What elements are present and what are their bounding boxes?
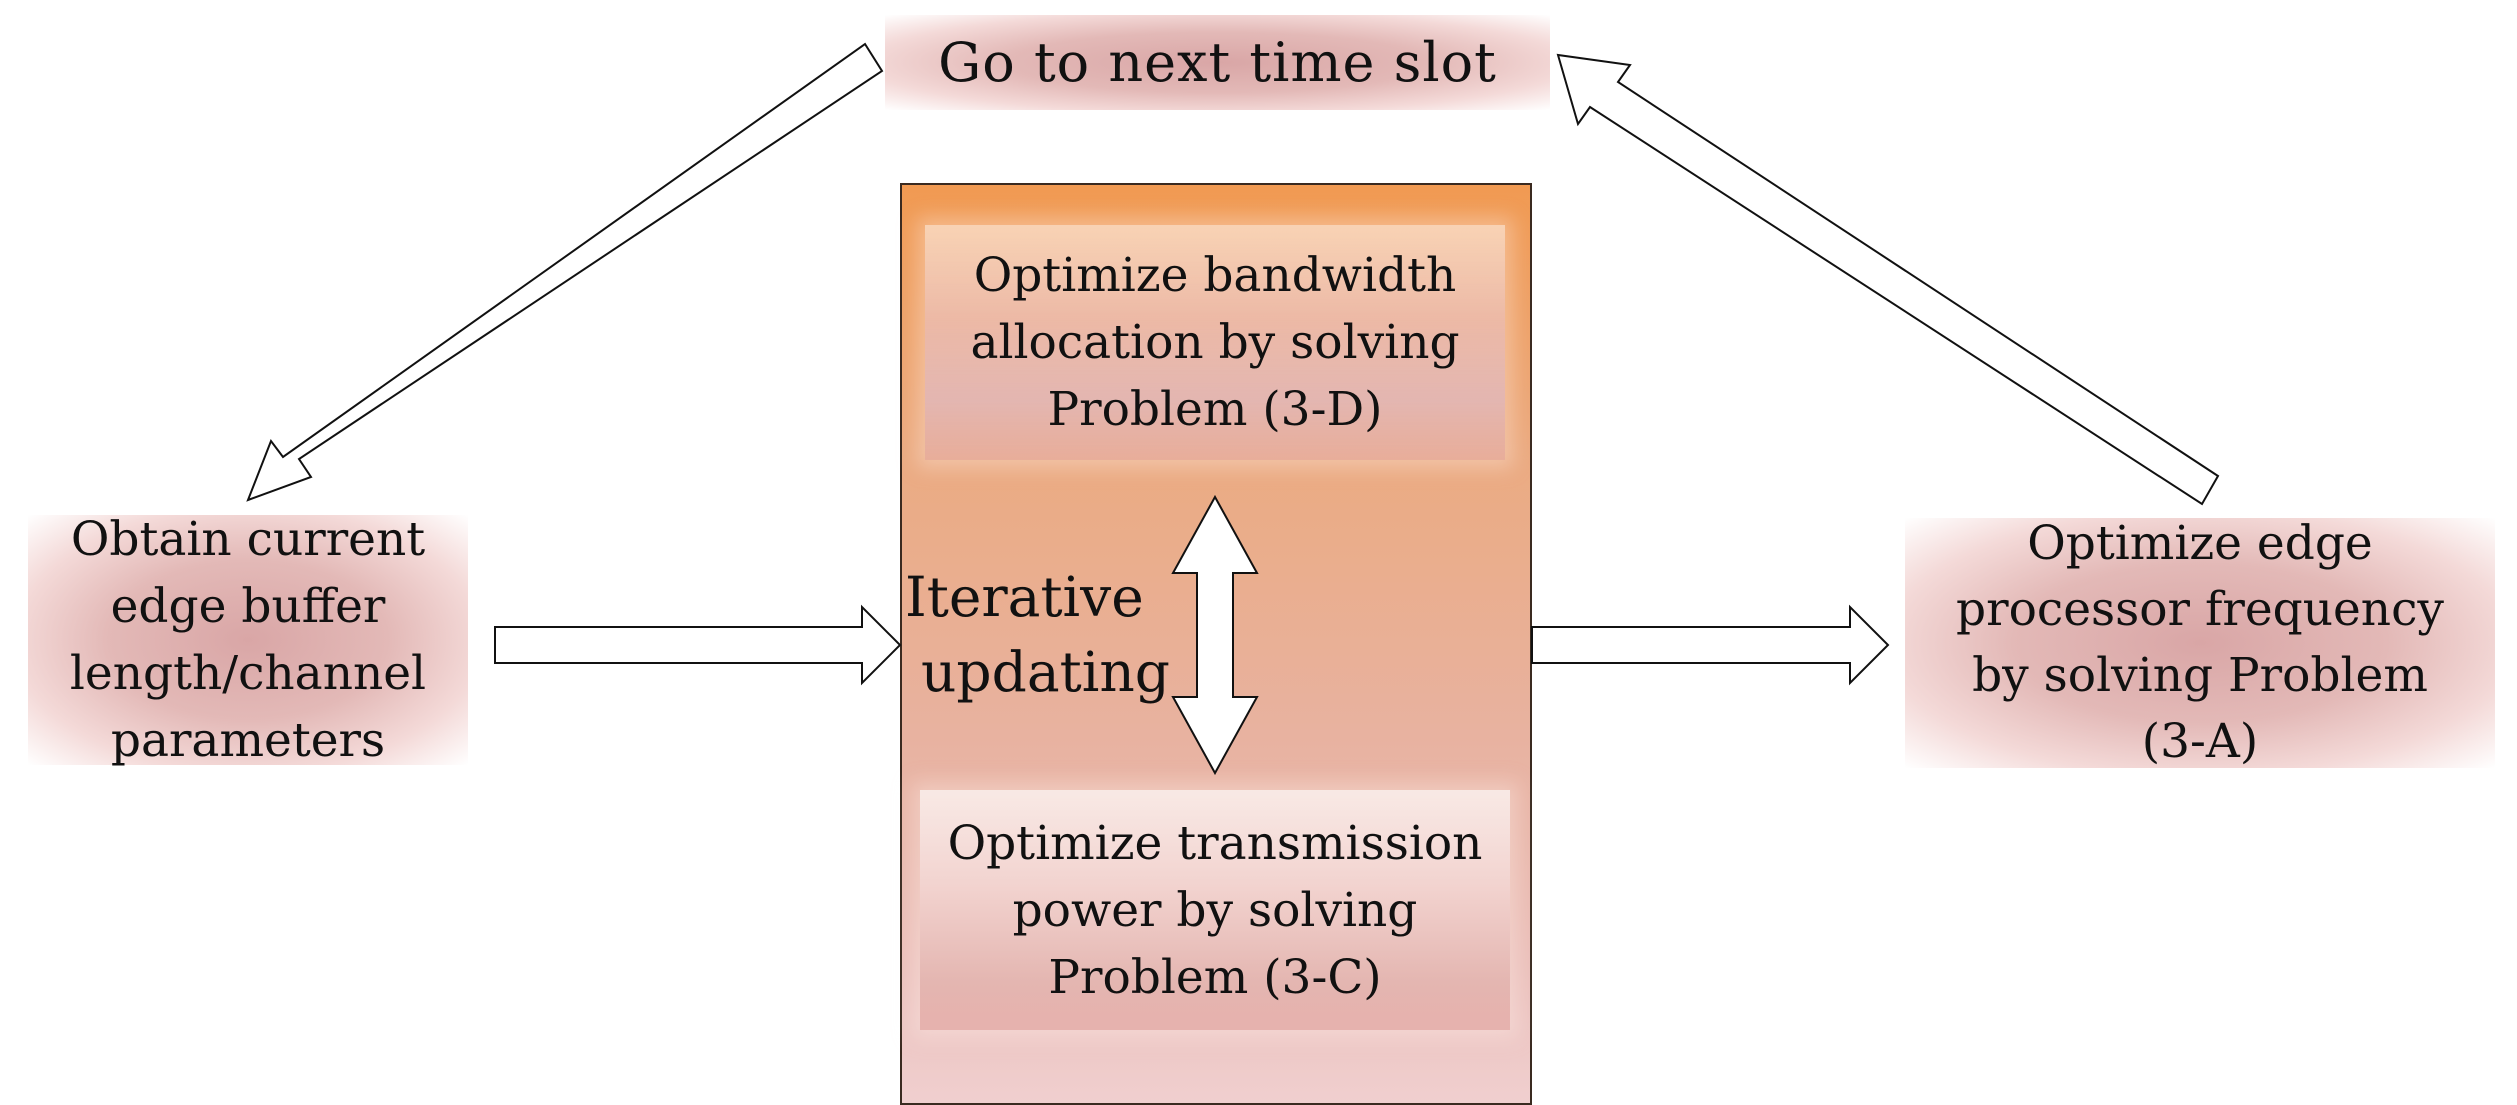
node-line: Optimize transmission bbox=[947, 815, 1483, 871]
node-optimize-bandwidth: Optimize bandwidth allocation by solving… bbox=[925, 225, 1505, 460]
arrow-obtain-to-loop bbox=[494, 604, 902, 686]
node-line: Optimize bandwidth bbox=[973, 248, 1457, 303]
arrow-frequency-to-next-slot bbox=[1556, 53, 2220, 506]
arrow-loop-to-frequency bbox=[1531, 604, 1890, 686]
node-optimize-frequency: Optimize edge processor frequency by sol… bbox=[1905, 516, 2495, 769]
arrow-next-slot-to-obtain bbox=[246, 42, 884, 502]
node-line: processor frequency bbox=[1956, 582, 2444, 637]
node-line: (3-A) bbox=[2141, 714, 2259, 769]
node-line: edge buffer bbox=[110, 579, 386, 634]
iterative-updating-label: Iterative updating bbox=[905, 560, 1170, 710]
arrow-iterative-double bbox=[1171, 494, 1259, 776]
label-line: Iterative bbox=[905, 565, 1144, 629]
node-line: parameters bbox=[110, 713, 386, 768]
node-line: by solving Problem bbox=[1972, 648, 2428, 703]
node-line: Obtain current bbox=[70, 512, 426, 567]
node-line: length/channel bbox=[69, 646, 427, 701]
node-line: Go to next time slot bbox=[938, 31, 1497, 94]
node-line: Optimize edge bbox=[2027, 516, 2373, 571]
node-line: Problem (3-C) bbox=[1048, 949, 1382, 1005]
node-line: Problem (3-D) bbox=[1047, 382, 1383, 437]
node-line: power by solving bbox=[1012, 882, 1418, 938]
node-line: allocation by solving bbox=[970, 315, 1460, 370]
label-line: updating bbox=[921, 640, 1170, 704]
node-optimize-power: Optimize transmission power by solving P… bbox=[920, 790, 1510, 1030]
node-obtain-parameters: Obtain current edge buffer length/channe… bbox=[28, 512, 468, 768]
node-next-time-slot: Go to next time slot bbox=[885, 15, 1550, 110]
